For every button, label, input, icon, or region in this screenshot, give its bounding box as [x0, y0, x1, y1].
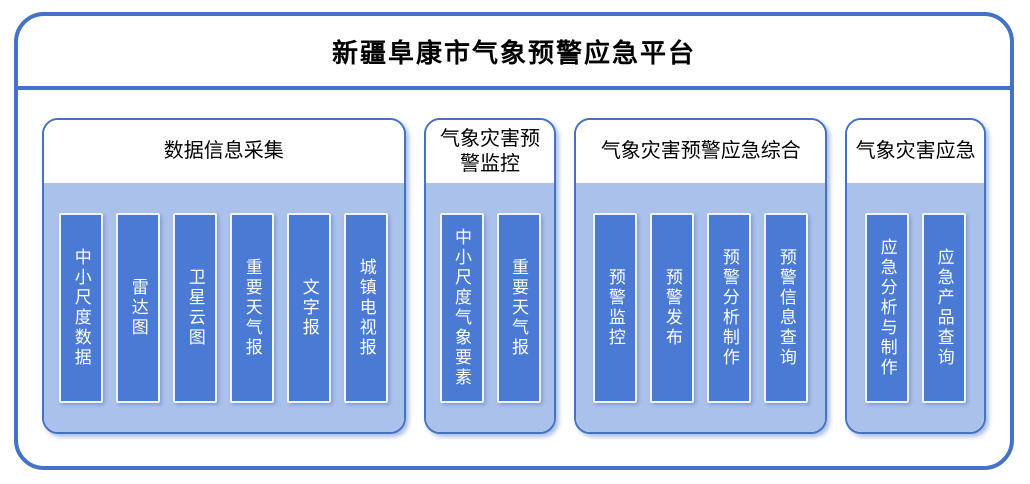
node-warning-analysis-production: 预警分析制作 [707, 212, 752, 403]
node-warning-release: 预警发布 [650, 212, 695, 403]
group-data-collection: 数据信息采集 中小尺度数据 雷达图 卫星云图 重要天气报 文字报 城镇电视报 [42, 118, 406, 434]
group-disaster-emergency: 气象灾害应急 应急分析与制作 应急产品查询 [845, 118, 987, 434]
group-warning-emergency-integrated: 气象灾害预警应急综合 预警监控 预警发布 预警分析制作 预警信息查询 [574, 118, 828, 434]
node-warning-monitor: 预警监控 [593, 212, 638, 403]
node-mesoscale-data: 中小尺度数据 [59, 212, 104, 403]
title-bar: 新疆阜康市气象预警应急平台 [18, 16, 1010, 90]
node-text-report: 文字报 [287, 212, 332, 403]
group-warning-emergency-integrated-body: 预警监控 预警发布 预警分析制作 预警信息查询 [576, 183, 826, 432]
group-data-collection-body: 中小尺度数据 雷达图 卫星云图 重要天气报 文字报 城镇电视报 [44, 183, 404, 432]
group-data-collection-header: 数据信息采集 [44, 120, 404, 183]
page-title: 新疆阜康市气象预警应急平台 [331, 37, 696, 68]
group-warning-emergency-integrated-header: 气象灾害预警应急综合 [576, 120, 826, 183]
node-radar-chart: 雷达图 [116, 212, 161, 403]
group-disaster-emergency-header: 气象灾害应急 [847, 120, 985, 183]
diagram-content: 数据信息采集 中小尺度数据 雷达图 卫星云图 重要天气报 文字报 城镇电视报 气… [18, 90, 1010, 466]
node-important-weather-report: 重要天气报 [230, 212, 275, 403]
node-town-tv-report: 城镇电视报 [344, 212, 389, 403]
platform-outer-frame: 新疆阜康市气象预警应急平台 数据信息采集 中小尺度数据 雷达图 卫星云图 重要天… [14, 12, 1014, 470]
node-satellite-cloud: 卫星云图 [173, 212, 218, 403]
group-disaster-emergency-body: 应急分析与制作 应急产品查询 [847, 183, 985, 432]
node-mesoscale-elements: 中小尺度气象要素 [439, 212, 484, 403]
node-important-weather-report-2: 重要天气报 [496, 212, 541, 403]
node-emergency-product-query: 应急产品查询 [922, 212, 967, 403]
node-warning-info-query: 预警信息查询 [764, 212, 809, 403]
group-warning-monitoring-body: 中小尺度气象要素 重要天气报 [425, 183, 555, 432]
group-warning-monitoring-header: 气象灾害预警监控 [425, 120, 555, 183]
node-emergency-analysis-production: 应急分析与制作 [865, 212, 910, 403]
group-warning-monitoring: 气象灾害预警监控 中小尺度气象要素 重要天气报 [423, 118, 557, 434]
